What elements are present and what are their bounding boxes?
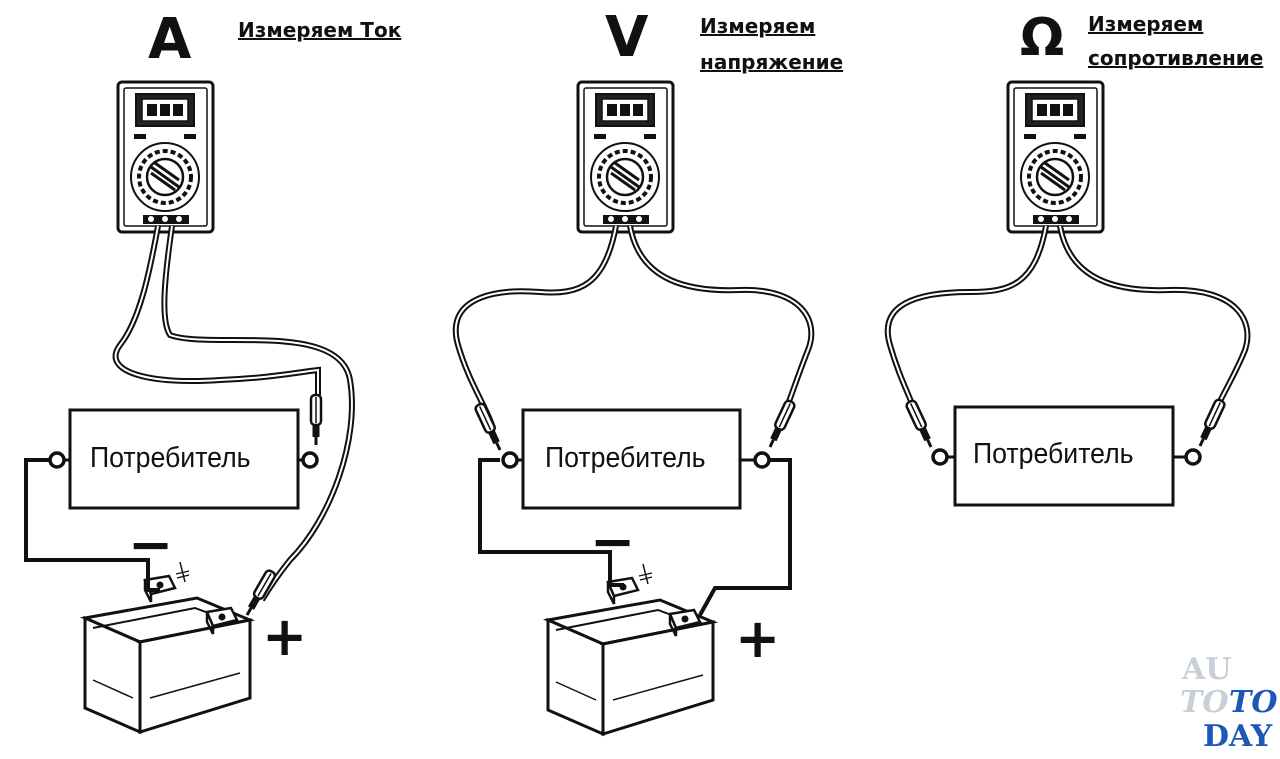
- plus-sign: +: [735, 607, 781, 670]
- multimeter-ohmmeter-icon: [1006, 80, 1105, 234]
- plus-sign: +: [262, 605, 308, 668]
- multimeter-voltmeter-icon: [576, 80, 675, 234]
- battery-icon: [546, 562, 715, 736]
- load-label: Потребитель: [545, 442, 706, 474]
- caption-resistance-line1: Измеряем: [1088, 12, 1204, 36]
- load-label: Потребитель: [90, 442, 251, 474]
- watermark-line2a: TO: [1180, 685, 1229, 720]
- minus-sign: −: [128, 513, 174, 576]
- caption-voltage-line2: напряжение: [700, 50, 844, 74]
- minus-sign: −: [590, 510, 636, 573]
- panel-current: [24, 80, 355, 734]
- ammeter-symbol: A: [148, 7, 192, 72]
- multimeter-ammeter-icon: [116, 80, 215, 234]
- panel-resistance: [884, 80, 1251, 507]
- load-box: [521, 408, 742, 510]
- watermark-line1: AU: [1182, 652, 1232, 687]
- caption-current: Измеряем Ток: [238, 18, 402, 42]
- caption-resistance-line2: сопротивление: [1088, 46, 1264, 70]
- ohmmeter-symbol: Ω: [1020, 8, 1065, 68]
- watermark-line2b: TO: [1229, 685, 1278, 720]
- load-label: Потребитель: [973, 438, 1134, 470]
- watermark-line3: DAY: [1203, 719, 1273, 754]
- battery-icon: [83, 560, 252, 734]
- panel-voltage: [452, 80, 815, 736]
- caption-voltage-line1: Измеряем: [700, 14, 816, 38]
- load-box: [68, 408, 300, 510]
- voltmeter-symbol: V: [605, 5, 649, 70]
